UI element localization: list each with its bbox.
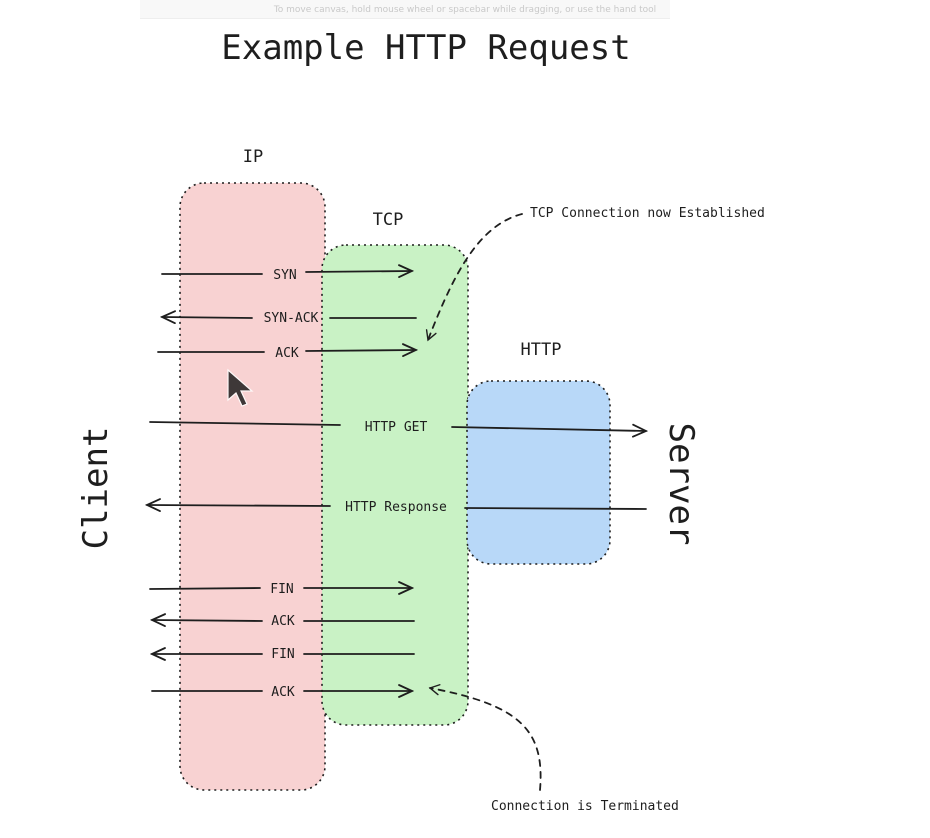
tcp-layer-box[interactable] [321, 244, 469, 726]
ack-message-1[interactable]: ACK [157, 346, 416, 361]
message-label: FIN [270, 582, 293, 597]
syn-message[interactable]: SYN [161, 268, 412, 283]
server-label: Server [661, 423, 701, 546]
message-label: ACK [271, 614, 295, 629]
syn-ack-message[interactable]: SYN-ACK [162, 311, 417, 326]
message-label: HTTP Response [345, 500, 447, 515]
message-label: HTTP GET [365, 420, 428, 435]
message-label: SYN-ACK [264, 311, 319, 326]
http-response-message[interactable]: HTTP Response [147, 500, 647, 515]
ack-message-3[interactable]: ACK [151, 685, 412, 700]
ip-layer-box[interactable] [179, 182, 326, 791]
tcp-established-annotation[interactable]: TCP Connection now Established [425, 206, 765, 342]
message-label: ACK [275, 346, 299, 361]
arrow-pointer-icon [227, 368, 254, 407]
connection-terminated-annotation[interactable]: Connection is Terminated [428, 684, 679, 814]
message-label: SYN [273, 268, 296, 283]
message-label: ACK [271, 685, 295, 700]
message-label: FIN [271, 647, 294, 662]
fin-message-2[interactable]: FIN [152, 647, 415, 662]
annotation-text: TCP Connection now Established [530, 206, 765, 221]
http-get-message[interactable]: HTTP GET [149, 420, 646, 435]
fin-message-1[interactable]: FIN [149, 582, 412, 597]
http-layer-label: HTTP [521, 340, 562, 360]
annotation-text: Connection is Terminated [491, 799, 679, 814]
http-layer-box[interactable] [466, 380, 611, 565]
diagram-title: Example HTTP Request [221, 28, 630, 68]
canvas-toolbar [140, 0, 670, 19]
canvas-hint: To move canvas, hold mouse wheel or spac… [273, 5, 657, 15]
ip-layer-label: IP [243, 147, 263, 167]
client-label: Client [76, 427, 116, 550]
tcp-layer-label: TCP [373, 210, 404, 230]
ack-message-2[interactable]: ACK [152, 614, 415, 629]
